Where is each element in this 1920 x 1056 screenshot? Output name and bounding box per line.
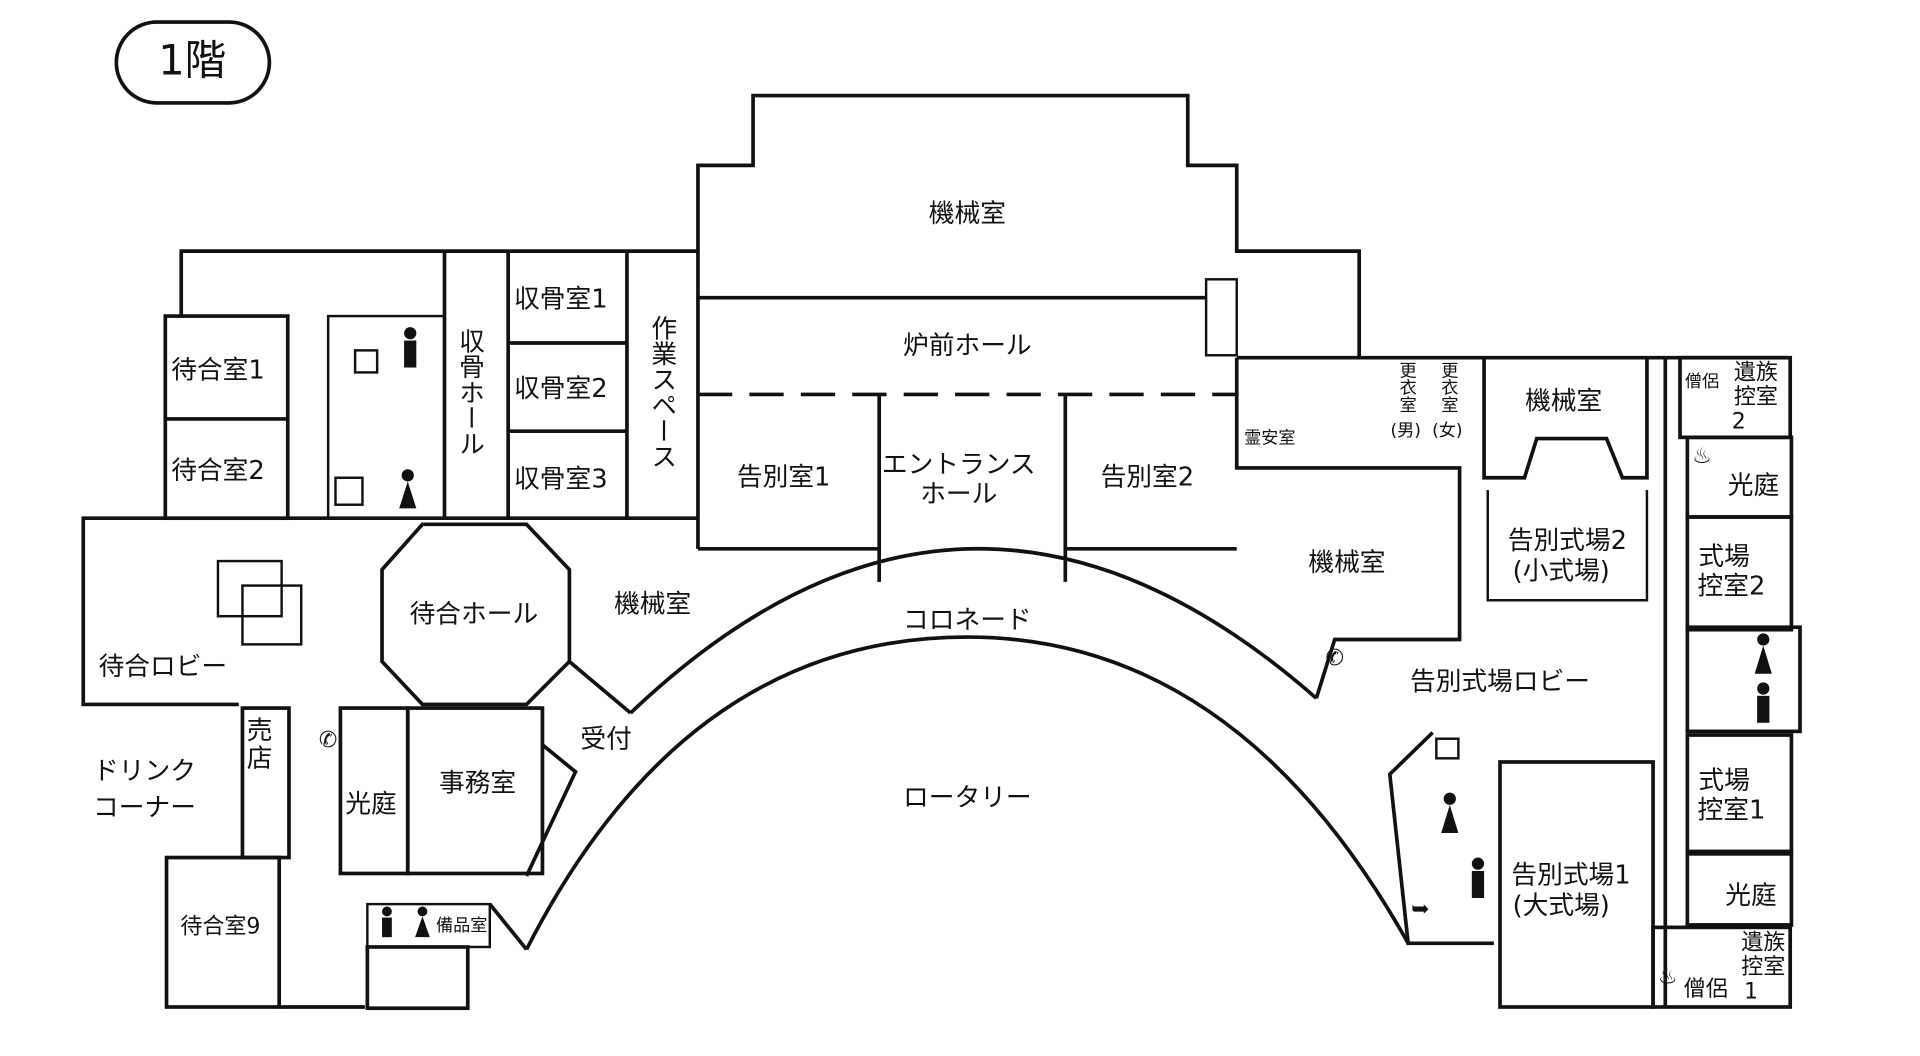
fixture-icons: ✆ ✆ ➥ ♨ ♨	[319, 327, 1772, 990]
room-label: 光庭	[345, 789, 396, 819]
room-label: 収骨室1	[514, 285, 608, 315]
right-wing-walls	[1387, 355, 1802, 1009]
room-label: ロータリー	[903, 783, 1032, 813]
left-wing-walls	[81, 249, 698, 1011]
room-label: 遺族	[1734, 361, 1778, 386]
room-label: 収骨ホール	[454, 328, 484, 457]
room-label: 光庭	[1725, 881, 1776, 911]
floor-title-badge: 1階	[114, 20, 272, 105]
room-label: (小式場)	[1513, 557, 1610, 587]
room-label: (男)	[1390, 421, 1420, 441]
room-label: 告別式場2	[1508, 526, 1627, 556]
room-label: 控室	[1741, 955, 1785, 980]
room-labels: 機械室 炉前ホール 告別室1 エントランス ホール 告別室2 霊安室 更衣室 (…	[93, 199, 1785, 1004]
washbasin-icon: ♨	[1692, 444, 1712, 469]
room-label: 遺族	[1741, 930, 1785, 955]
room-label: 僧侶	[1685, 372, 1719, 392]
toilet-men-icon	[1757, 682, 1770, 695]
room-label: 収骨室2	[514, 374, 608, 404]
colonnade-arcs	[524, 546, 1410, 951]
room-label: 収骨室3	[514, 465, 608, 495]
toilet-men-icon	[404, 327, 417, 340]
room-label: 霊安室	[1244, 429, 1295, 449]
room-label: 1	[1744, 979, 1758, 1004]
room-label: 機械室	[1525, 386, 1602, 416]
room-label: 控室	[1734, 385, 1778, 410]
room-label: 告別室2	[1101, 462, 1195, 492]
entrance-arrow-icon: ➥	[1411, 897, 1429, 922]
room-label: (女)	[1432, 421, 1462, 441]
room-label: 機械室	[614, 590, 691, 620]
room-label: 控室1	[1698, 795, 1766, 825]
room-label: (大式場)	[1513, 891, 1610, 921]
room-label: ドリンク	[93, 756, 196, 786]
room-label: 待合室1	[171, 356, 265, 386]
room-label: 待合室2	[171, 456, 265, 486]
toilet-men-icon	[382, 906, 392, 917]
room-label: 機械室	[929, 199, 1006, 229]
room-label: 告別室1	[737, 462, 831, 492]
room-label: 炉前ホール	[903, 331, 1032, 361]
room-label: 事務室	[439, 769, 516, 799]
wheelchair-icon	[1435, 737, 1460, 760]
toilet-women-icon	[417, 906, 428, 917]
room-label: 光庭	[1728, 471, 1779, 501]
toilet-women-icon	[401, 469, 414, 482]
room-label: 店	[247, 744, 273, 774]
room-label: 式場	[1698, 542, 1749, 572]
room-label: 作業スペース	[647, 314, 677, 469]
room-label: コーナー	[93, 793, 196, 823]
room-label: 式場	[1698, 766, 1749, 796]
room-label: 待合ロビー	[99, 652, 228, 682]
room-label: 機械室	[1308, 548, 1385, 578]
room-label: 更衣室	[1437, 361, 1458, 412]
room-label: 待合室9	[180, 914, 260, 939]
room-label: 待合ホール	[410, 599, 539, 629]
room-label: ホール	[920, 479, 997, 509]
toilet-women-icon	[1443, 792, 1456, 805]
room-label: 受付	[580, 724, 631, 754]
room-label: 備品室	[436, 916, 487, 936]
toilet-men-icon	[1471, 857, 1485, 870]
room-label: 2	[1732, 410, 1746, 435]
floor-title: 1階	[158, 36, 226, 85]
room-label: 控室2	[1698, 571, 1766, 601]
telephone-icon: ✆	[1325, 646, 1343, 671]
room-label: 僧侶	[1684, 977, 1728, 1002]
room-label: 告別式場1	[1511, 860, 1630, 890]
room-label: 更衣室	[1396, 361, 1417, 412]
room-label: エントランス	[882, 450, 1036, 480]
telephone-icon: ✆	[319, 728, 337, 753]
wheelchair-icon	[353, 349, 379, 374]
elevator-icon	[334, 476, 364, 506]
room-label: コロネード	[903, 606, 1032, 636]
washbasin-icon: ♨	[1658, 965, 1678, 990]
central-block-walls	[696, 93, 1666, 699]
room-label: 告別式場ロビー	[1410, 667, 1590, 697]
toilet-women-icon	[1757, 633, 1770, 646]
room-label: 売	[247, 716, 273, 746]
